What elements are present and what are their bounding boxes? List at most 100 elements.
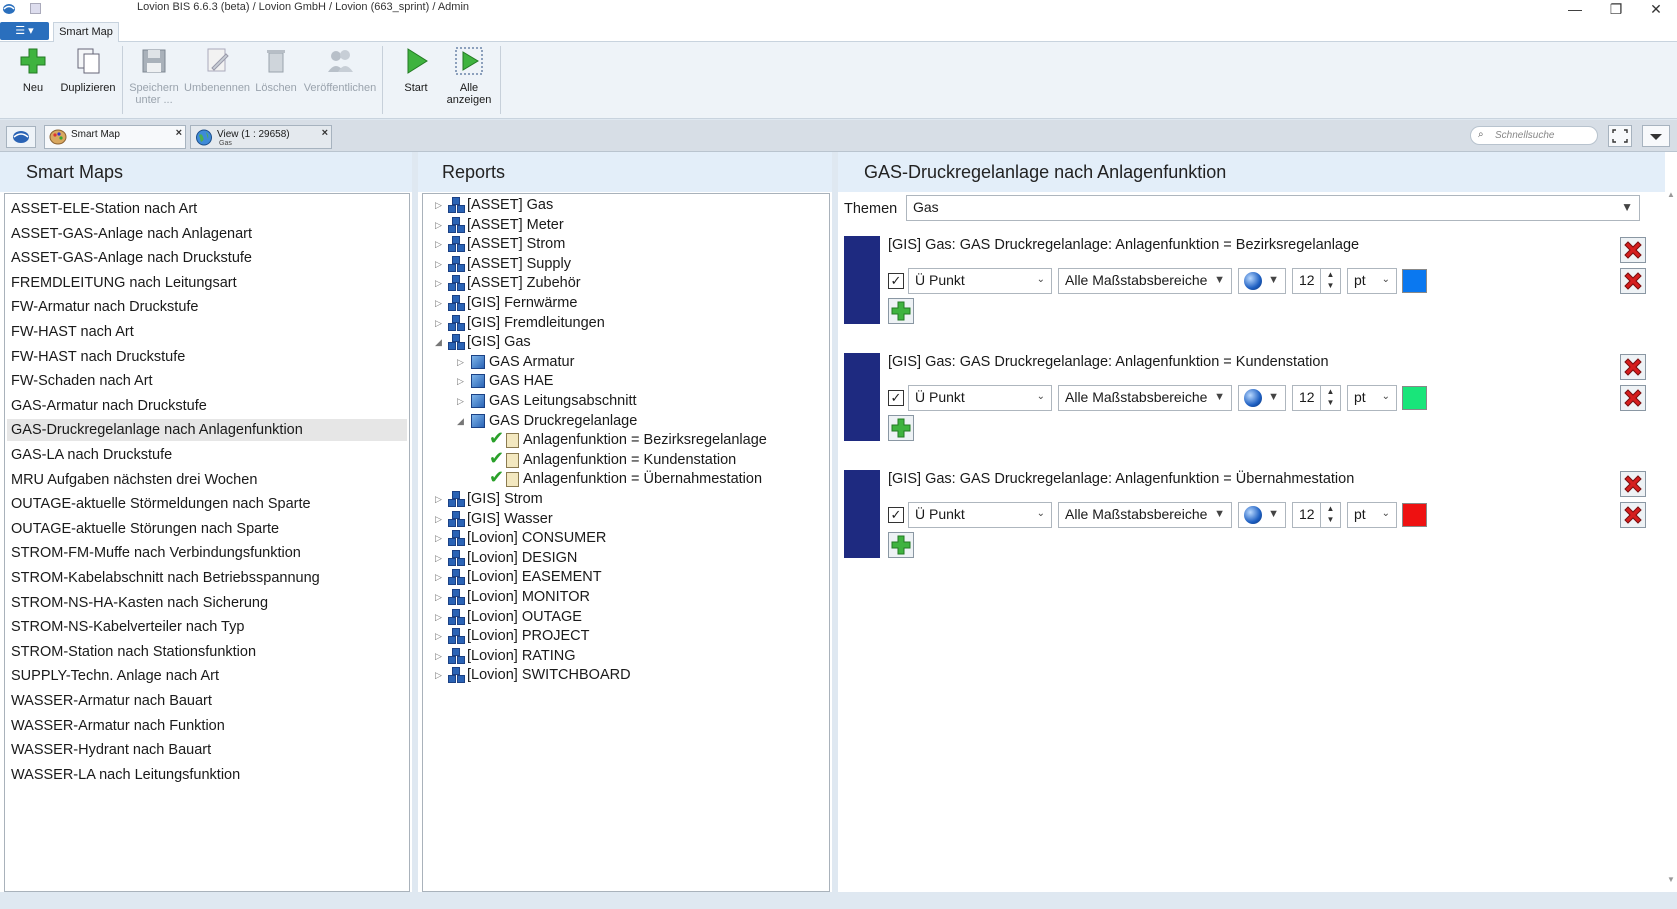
smart-map-item[interactable]: STROM-NS-Kabelverteiler nach Typ [11, 619, 245, 636]
expand-arrow-icon[interactable]: ▷ [435, 494, 442, 504]
restore-button[interactable]: ❐ [1609, 1, 1623, 17]
expand-arrow-icon[interactable]: ◢ [435, 337, 442, 348]
publish-button[interactable]: Veröffentlichen [302, 46, 378, 94]
smart-map-item[interactable]: GAS-Armatur nach Druckstufe [11, 397, 207, 414]
size-spinner[interactable]: 12▲▼ [1292, 268, 1341, 294]
smart-map-item[interactable]: STROM-Station nach Stationsfunktion [11, 643, 257, 660]
expand-arrow-icon[interactable]: ▷ [435, 533, 442, 544]
delete-button[interactable]: Löschen [255, 46, 297, 94]
smart-map-item[interactable]: ASSET-GAS-Anlage nach Anlagenart [11, 225, 253, 242]
layer-visible-checkbox[interactable]: ✓ [888, 273, 904, 289]
delete-layer-button[interactable] [1620, 237, 1646, 263]
add-rule-button[interactable] [888, 298, 914, 324]
expand-arrow-icon[interactable]: ▷ [457, 376, 464, 387]
expand-arrow-icon[interactable]: ◢ [457, 415, 464, 426]
close-tab-icon[interactable]: × [175, 127, 182, 139]
app-home-icon[interactable] [6, 126, 36, 148]
color-picker[interactable] [1402, 269, 1427, 293]
unit-select[interactable]: pt⌄ [1347, 268, 1397, 294]
expand-arrow-icon[interactable]: ▷ [435, 317, 442, 328]
expand-arrow-icon[interactable]: ▷ [435, 258, 442, 269]
size-spinner[interactable]: 12▲▼ [1292, 502, 1341, 528]
new-button[interactable]: Neu [14, 46, 52, 94]
scale-range-select[interactable]: Alle Maßstabsbereiche▼ [1058, 268, 1232, 294]
spinner-arrows-icon[interactable]: ▲▼ [1320, 269, 1340, 293]
smart-map-item[interactable]: STROM-FM-Muffe nach Verbindungsfunktion [11, 545, 301, 562]
smart-map-item[interactable]: FREMDLEITUNG nach Leitungsart [11, 274, 237, 291]
symbol-style-select[interactable]: ▼ [1238, 385, 1286, 411]
smart-map-item[interactable]: MRU Aufgaben nächsten drei Wochen [11, 471, 258, 488]
smart-map-item[interactable]: FW-Schaden nach Art [11, 373, 153, 390]
add-rule-button[interactable] [888, 532, 914, 558]
unit-select[interactable]: pt⌄ [1347, 502, 1397, 528]
close-window-button[interactable]: ✕ [1650, 1, 1662, 17]
smart-map-item[interactable]: FW-Armatur nach Druckstufe [11, 299, 199, 316]
symbol-type-select[interactable]: Ü Punkt⌄ [908, 502, 1052, 528]
spinner-arrows-icon[interactable]: ▲▼ [1320, 503, 1340, 527]
smart-map-item[interactable]: GAS-Druckregelanlage nach Anlagenfunktio… [7, 419, 407, 442]
expand-arrow-icon[interactable]: ▷ [457, 396, 464, 406]
symbol-type-select[interactable]: Ü Punkt⌄ [908, 268, 1052, 294]
symbol-type-select[interactable]: Ü Punkt⌄ [908, 385, 1052, 411]
close-tab-icon[interactable]: × [321, 127, 328, 139]
tab-view[interactable]: View (1 : 29658) Gas × [190, 125, 332, 149]
rename-button[interactable]: Umbenennen [184, 46, 250, 94]
expand-arrow-icon[interactable]: ▷ [435, 513, 442, 524]
delete-rule-button[interactable] [1620, 502, 1646, 528]
smart-map-item[interactable]: GAS-LA nach Druckstufe [11, 447, 173, 463]
expand-arrow-icon[interactable]: ▷ [435, 200, 442, 210]
expand-arrow-icon[interactable]: ▷ [435, 278, 442, 289]
layer-visible-checkbox[interactable]: ✓ [888, 390, 904, 406]
symbol-style-select[interactable]: ▼ [1238, 502, 1286, 528]
expand-arrow-icon[interactable]: ▷ [435, 219, 442, 230]
expand-arrow-icon[interactable]: ▷ [457, 356, 464, 367]
show-all-button[interactable]: Alle anzeigen [443, 46, 495, 106]
layer-style-swatch[interactable] [844, 353, 880, 441]
quick-save-icon[interactable] [30, 3, 41, 14]
delete-layer-button[interactable] [1620, 354, 1646, 380]
smart-map-item[interactable]: OUTAGE-aktuelle Störungen nach Sparte [11, 520, 280, 537]
save-as-button[interactable]: Speichern unter ... [126, 46, 182, 106]
smart-map-item[interactable]: WASSER-Armatur nach Funktion [11, 717, 225, 734]
color-picker[interactable] [1402, 386, 1427, 410]
spinner-arrows-icon[interactable]: ▲▼ [1320, 386, 1340, 410]
quick-search-input[interactable]: ⌕ Schnellsuche [1470, 126, 1598, 145]
delete-rule-button[interactable] [1620, 268, 1646, 294]
minimize-button[interactable]: — [1568, 1, 1582, 17]
layer-visible-checkbox[interactable]: ✓ [888, 507, 904, 523]
expand-arrow-icon[interactable]: ▷ [435, 552, 442, 563]
smart-map-item[interactable]: WASSER-LA nach Leitungsfunktion [11, 766, 241, 783]
expand-arrow-icon[interactable]: ▷ [435, 239, 442, 250]
vertical-scrollbar[interactable]: ▲ ▼ [1665, 152, 1677, 892]
layer-style-swatch[interactable] [844, 236, 880, 324]
layer-style-swatch[interactable] [844, 470, 880, 558]
app-menu-button[interactable]: ☰ ▾ [0, 22, 49, 40]
fullscreen-icon[interactable] [1608, 125, 1632, 147]
expand-arrow-icon[interactable]: ▷ [435, 650, 442, 661]
color-picker[interactable] [1402, 503, 1427, 527]
expand-arrow-icon[interactable]: ▷ [435, 298, 442, 308]
smart-map-item[interactable]: STROM-NS-HA-Kasten nach Sicherung [11, 594, 269, 611]
delete-rule-button[interactable] [1620, 385, 1646, 411]
unit-select[interactable]: pt⌄ [1347, 385, 1397, 411]
smart-map-item[interactable]: FW-HAST nach Art [11, 324, 134, 340]
smart-map-item[interactable]: WASSER-Hydrant nach Bauart [11, 742, 212, 759]
add-rule-button[interactable] [888, 415, 914, 441]
delete-layer-button[interactable] [1620, 471, 1646, 497]
scale-range-select[interactable]: Alle Maßstabsbereiche▼ [1058, 502, 1232, 528]
expand-arrow-icon[interactable]: ▷ [435, 611, 442, 622]
scroll-down-icon[interactable]: ▼ [1667, 875, 1675, 884]
smart-map-item[interactable]: WASSER-Armatur nach Bauart [11, 693, 212, 709]
expand-arrow-icon[interactable]: ▷ [435, 592, 442, 602]
size-spinner[interactable]: 12▲▼ [1292, 385, 1341, 411]
expand-arrow-icon[interactable]: ▷ [435, 572, 442, 583]
ribbon-tab-smart-map[interactable]: Smart Map [53, 22, 119, 43]
smart-map-item[interactable]: STROM-Kabelabschnitt nach Betriebsspannu… [11, 570, 320, 586]
start-button[interactable]: Start [396, 46, 436, 94]
tab-smart-map[interactable]: Smart Map × [44, 125, 186, 149]
smart-map-item[interactable]: ASSET-ELE-Station nach Art [11, 201, 198, 217]
smart-map-item[interactable]: ASSET-GAS-Anlage nach Druckstufe [11, 250, 252, 267]
chevron-down-icon[interactable] [1642, 125, 1670, 147]
duplicate-button[interactable]: Duplizieren [58, 46, 118, 94]
smart-map-item[interactable]: FW-HAST nach Druckstufe [11, 348, 186, 365]
